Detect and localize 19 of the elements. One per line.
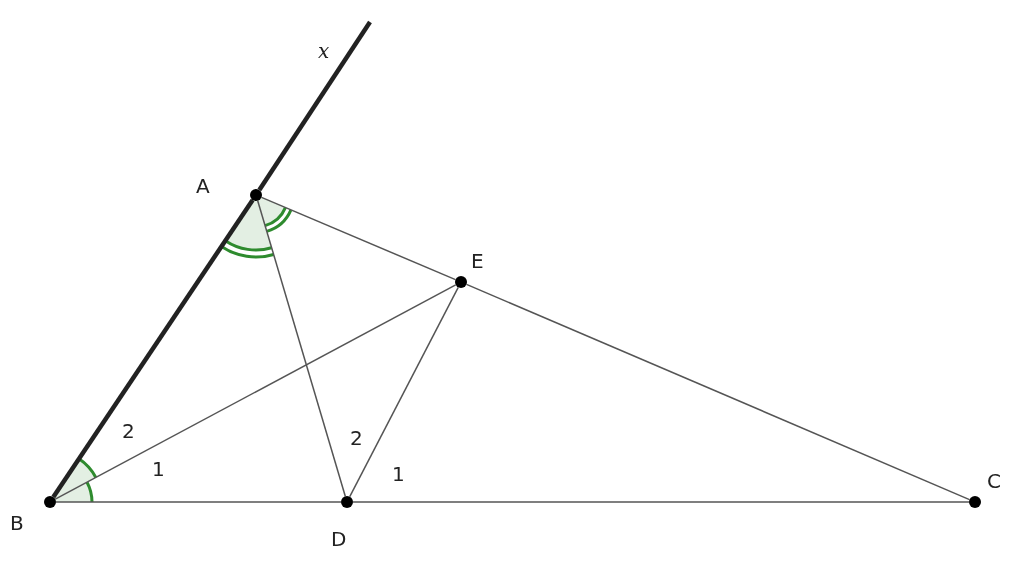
line-segment — [51, 198, 255, 499]
line-segment — [352, 501, 970, 503]
angle-label: 1 — [392, 463, 405, 485]
line-segment — [256, 200, 347, 497]
line-segment — [260, 196, 457, 281]
line-segment — [54, 284, 457, 500]
line-segment — [257, 20, 372, 192]
point-label: A — [196, 175, 210, 197]
line-segment — [349, 286, 459, 498]
line-segment — [465, 283, 971, 501]
point-label: B — [10, 512, 24, 534]
point-label: C — [987, 470, 1001, 492]
point-label: D — [331, 528, 347, 550]
angle-label: 1 — [152, 458, 165, 480]
angle-label: 2 — [122, 420, 135, 442]
angle-label: 2 — [350, 427, 363, 449]
ray-label: x — [318, 40, 330, 62]
line-segment — [55, 501, 342, 503]
point-label: E — [471, 250, 484, 272]
